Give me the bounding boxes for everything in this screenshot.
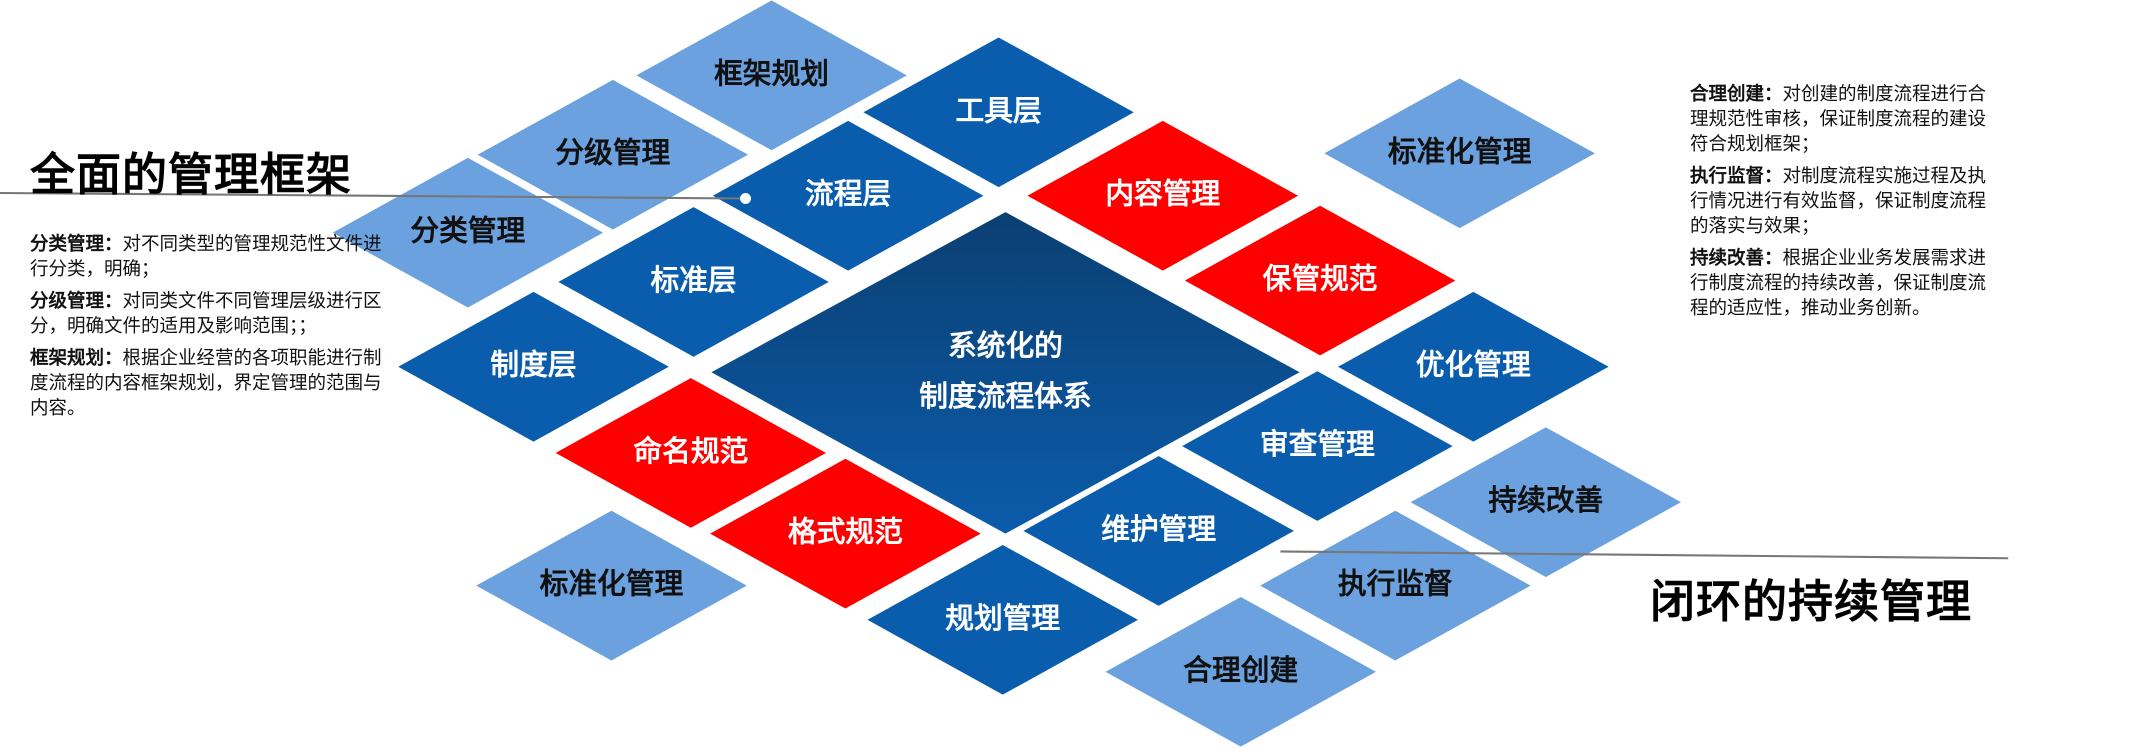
diamond-label: 标准化管理 xyxy=(540,567,684,601)
diamond-label: 持续改善 xyxy=(1488,483,1603,517)
diamond-label: 合理创建 xyxy=(1183,653,1298,687)
diamond-label: 优化管理 xyxy=(1416,348,1531,382)
right-title: 闭环的持续管理 xyxy=(1650,575,1973,628)
center-diamond xyxy=(711,212,1300,534)
diamond-dark xyxy=(1326,285,1620,448)
description-term: 执行监督： xyxy=(1690,166,1783,187)
description-text: 根据企业业务发展需求进行制度流程的持续改善，保证制度流程的适应性，推动业务创新。 xyxy=(1690,248,1987,319)
diamond-light xyxy=(1313,72,1607,235)
diamond-dark xyxy=(701,114,995,277)
diamond-label: 分级管理 xyxy=(555,136,670,170)
left-connector-dot xyxy=(740,193,752,204)
diamond-dark xyxy=(852,31,1146,194)
diamond-label: 分类管理 xyxy=(410,214,525,248)
diamond-label: 框架规划 xyxy=(714,56,829,90)
left-title: 全面的管理框架 xyxy=(30,148,353,201)
description-text: 对同类文件不同管理层级进行区分，明确文件的适用及影响范围；； xyxy=(30,291,382,337)
description-text: 根据企业经营的各项职能进行制度流程的内容框架规划，界定管理的范围与内容。 xyxy=(30,348,382,419)
diamond-label: 内容管理 xyxy=(1105,177,1220,211)
description-term: 分类管理： xyxy=(30,234,123,255)
diamond-dark xyxy=(1170,364,1464,528)
description-text: 对不同类型的管理规范性文件进行分类，明确； xyxy=(30,234,382,280)
description-term: 合理创建： xyxy=(1690,84,1783,105)
diamond-label: 保管规范 xyxy=(1263,262,1378,296)
diamond-red xyxy=(698,452,992,615)
diamond-label: 命名规范 xyxy=(633,434,748,468)
diamond-light xyxy=(321,151,615,314)
center-label-line1: 系统化的 xyxy=(948,329,1063,363)
diamond-label: 标准化管理 xyxy=(1388,134,1532,168)
diamond-label: 工具层 xyxy=(956,93,1042,127)
diamond-label: 制度层 xyxy=(490,348,576,382)
description-item: 分类管理：对不同类型的管理规范性文件进行分类，明确； xyxy=(30,232,395,282)
right-connector-dot xyxy=(1269,545,1281,557)
diamond-red xyxy=(544,371,838,535)
description-term: 分级管理： xyxy=(30,291,123,312)
diamond-label: 标准层 xyxy=(650,263,736,297)
diamond-label: 格式规范 xyxy=(788,515,903,549)
description-item: 分级管理：对同类文件不同管理层级进行区分，明确文件的适用及影响范围；； xyxy=(30,289,395,339)
diamond-red xyxy=(1016,114,1310,277)
description-term: 持续改善： xyxy=(1690,248,1783,269)
diamond-dark xyxy=(856,538,1150,701)
diamond-dark xyxy=(1012,449,1306,613)
right-description: 合理创建：对创建的制度流程进行合理规范性审核，保证制度流程的建设符合规划框架；执… xyxy=(1690,82,1990,328)
diamond-light xyxy=(1248,504,1542,667)
description-item: 持续改善：根据企业业务发展需求进行制度流程的持续改善，保证制度流程的适应性，推动… xyxy=(1690,246,1990,321)
description-text: 对创建的制度流程进行合理规范性审核，保证制度流程的建设符合规划框架； xyxy=(1690,84,1987,155)
diamond-label: 审查管理 xyxy=(1260,427,1375,461)
center-label-line2: 制度流程体系 xyxy=(919,379,1091,413)
diamond-light xyxy=(624,0,919,157)
description-item: 合理创建：对创建的制度流程进行合理规范性审核，保证制度流程的建设符合规划框架； xyxy=(1690,82,1990,157)
diamond-light xyxy=(1094,590,1388,753)
diamond-dark xyxy=(386,285,681,448)
diamond-red xyxy=(1173,199,1467,362)
description-term: 框架规划： xyxy=(30,348,123,369)
diamond-light xyxy=(464,504,759,667)
diamond-dark xyxy=(547,200,841,364)
diamond-label: 规划管理 xyxy=(945,601,1060,635)
left-title-underline xyxy=(0,191,746,200)
diamond-label: 维护管理 xyxy=(1101,512,1216,546)
description-item: 框架规划：根据企业经营的各项职能进行制度流程的内容框架规划，界定管理的范围与内容… xyxy=(30,346,395,421)
diamond-label: 流程层 xyxy=(805,177,891,211)
right-title-underline xyxy=(1274,550,2009,560)
diamond-label: 执行监督 xyxy=(1338,567,1453,601)
left-description: 分类管理：对不同类型的管理规范性文件进行分类，明确； 分级管理：对同类文件不同管理… xyxy=(30,232,395,428)
diamond-light xyxy=(1399,421,1693,584)
description-item: 执行监督：对制度流程实施过程及执行情况进行有效监督，保证制度流程的落实与效果； xyxy=(1690,164,1990,239)
description-text: 对制度流程实施过程及执行情况进行有效监督，保证制度流程的落实与效果； xyxy=(1690,166,1987,237)
